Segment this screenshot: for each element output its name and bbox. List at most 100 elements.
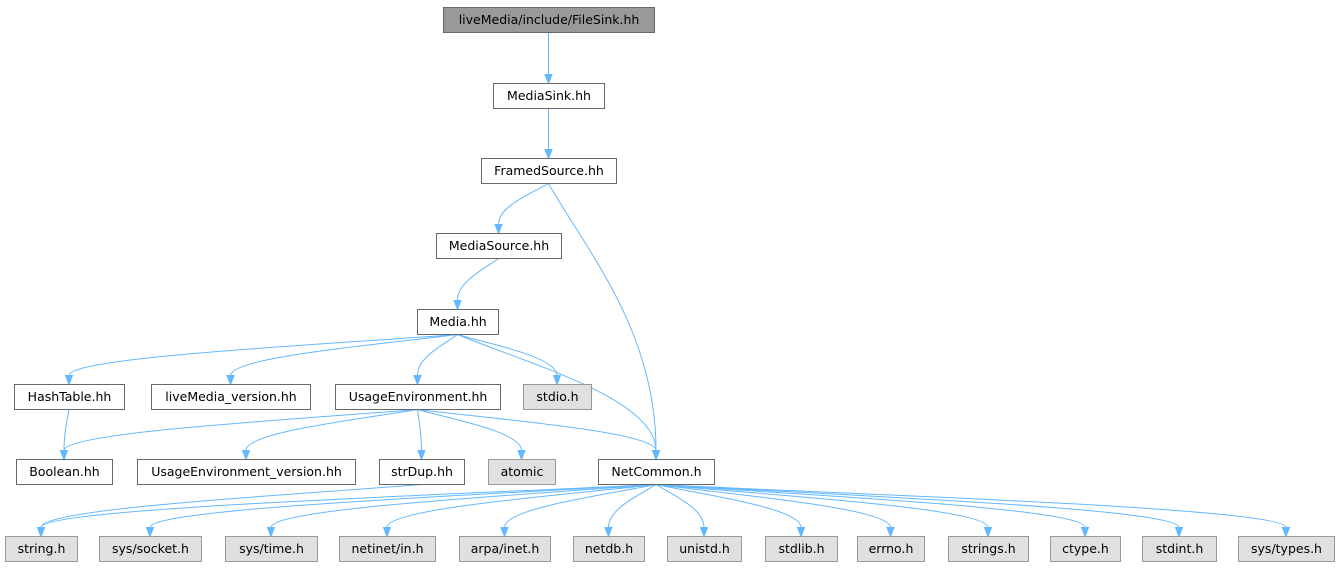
node-atomic[interactable]: atomic	[488, 459, 556, 485]
edge-arrowhead	[651, 450, 661, 461]
node-arpainet[interactable]: arpa/inet.h	[459, 536, 551, 562]
node-string[interactable]: string.h	[5, 536, 78, 562]
node-label: liveMedia_version.hh	[165, 389, 296, 404]
edge-usageenv-to-usageenv_version	[241, 409, 418, 461]
node-box	[137, 459, 356, 485]
node-livemedia_version[interactable]: liveMedia_version.hh	[151, 384, 311, 410]
node-label: string.h	[18, 541, 66, 556]
node-label: Media.hh	[429, 314, 486, 329]
node-stdio[interactable]: stdio.h	[523, 384, 592, 410]
node-label: atomic	[501, 464, 544, 479]
edge-line	[457, 334, 558, 376]
edge-line	[417, 334, 458, 376]
node-label: unistd.h	[679, 541, 730, 556]
node-box	[857, 536, 925, 562]
edge-arrowhead	[983, 527, 993, 538]
edge-netcommon-to-systime	[266, 484, 657, 538]
edge-arrowhead	[453, 300, 462, 311]
node-mediasink[interactable]: MediaSink.hh	[493, 83, 605, 109]
edge-framedsource-to-netcommon	[548, 183, 661, 461]
edge-netcommon-to-arpainet	[500, 484, 657, 538]
node-box	[443, 7, 655, 33]
node-box	[14, 384, 125, 410]
edge-usageenv-to-strdup	[417, 409, 426, 461]
node-label: stdlib.h	[778, 541, 824, 556]
node-box	[335, 384, 501, 410]
edge-netcommon-to-netdb	[604, 484, 657, 538]
edge-line	[457, 258, 499, 301]
edge-line	[63, 409, 70, 451]
edge-netcommon-to-netinetin	[382, 484, 657, 538]
node-ctype[interactable]: ctype.h	[1050, 536, 1121, 562]
edge-arrowhead	[1281, 527, 1291, 538]
node-media[interactable]: Media.hh	[417, 309, 499, 335]
edge-netcommon-to-stdint	[655, 484, 1184, 538]
node-usageenv[interactable]: UsageEnvironment.hh	[335, 384, 501, 410]
node-strings[interactable]: strings.h	[948, 536, 1029, 562]
node-box	[339, 536, 436, 562]
node-box	[379, 459, 465, 485]
node-filesink[interactable]: liveMedia/include/FileSink.hh	[443, 7, 655, 33]
edge-arrowhead	[886, 527, 895, 538]
node-box	[481, 158, 617, 184]
edge-arrowhead	[266, 527, 276, 538]
edge-arrowhead	[413, 375, 422, 386]
node-box	[1238, 536, 1335, 562]
edge-line	[68, 334, 458, 376]
node-box	[459, 536, 551, 562]
node-mediasource[interactable]: MediaSource.hh	[436, 233, 562, 259]
node-strdup[interactable]: strDup.hh	[379, 459, 465, 485]
node-box	[493, 83, 605, 109]
edge-line	[230, 334, 458, 376]
node-stdlib[interactable]: stdlib.h	[765, 536, 838, 562]
node-errno[interactable]: errno.h	[857, 536, 925, 562]
edge-strdup-to-string	[36, 484, 422, 538]
node-label: sys/types.h	[1251, 541, 1322, 556]
edge-usageenv-to-atomic	[417, 409, 526, 461]
edge-arrowhead	[1174, 527, 1184, 538]
node-box	[765, 536, 838, 562]
node-netdb[interactable]: netdb.h	[573, 536, 645, 562]
edge-line	[40, 484, 657, 528]
node-label: MediaSink.hh	[507, 88, 591, 103]
node-usageenv_version[interactable]: UsageEnvironment_version.hh	[137, 459, 356, 485]
node-label: sys/time.h	[239, 541, 304, 556]
node-systypes[interactable]: sys/types.h	[1238, 536, 1335, 562]
node-framedsource[interactable]: FramedSource.hh	[481, 158, 617, 184]
node-label: HashTable.hh	[28, 389, 112, 404]
node-box	[523, 384, 592, 410]
edges-layer	[36, 32, 1291, 538]
node-label: netinet/in.h	[351, 541, 423, 556]
node-label: arpa/inet.h	[471, 541, 540, 556]
node-stdint[interactable]: stdint.h	[1142, 536, 1217, 562]
edge-media-to-stdio	[457, 334, 562, 386]
edge-filesink-to-mediasink	[544, 32, 553, 85]
edge-arrowhead	[145, 527, 155, 538]
node-systime[interactable]: sys/time.h	[225, 536, 318, 562]
node-syssocket[interactable]: sys/socket.h	[99, 536, 202, 562]
edge-line	[655, 484, 1180, 528]
edge-netcommon-to-ctype	[655, 484, 1090, 538]
node-label: FramedSource.hh	[494, 163, 604, 178]
node-label: NetCommon.h	[611, 464, 701, 479]
node-box	[417, 309, 499, 335]
node-boolean[interactable]: Boolean.hh	[16, 459, 113, 485]
edge-line	[655, 484, 891, 528]
edge-arrowhead	[544, 74, 553, 85]
node-unistd[interactable]: unistd.h	[667, 536, 742, 562]
node-label: liveMedia/include/FileSink.hh	[459, 12, 640, 27]
node-box	[1050, 536, 1121, 562]
node-label: strDup.hh	[391, 464, 453, 479]
node-netcommon[interactable]: NetCommon.h	[598, 459, 715, 485]
edge-media-to-livemedia_version	[226, 334, 458, 386]
node-box	[436, 233, 562, 259]
edge-arrowhead	[500, 527, 509, 538]
node-hashtable[interactable]: HashTable.hh	[14, 384, 125, 410]
edge-netcommon-to-syssocket	[145, 484, 657, 538]
edge-line	[504, 484, 657, 528]
node-netinetin[interactable]: netinet/in.h	[339, 536, 436, 562]
edge-netcommon-to-systypes	[655, 484, 1291, 538]
node-label: netdb.h	[585, 541, 633, 556]
edge-arrowhead	[382, 527, 392, 538]
